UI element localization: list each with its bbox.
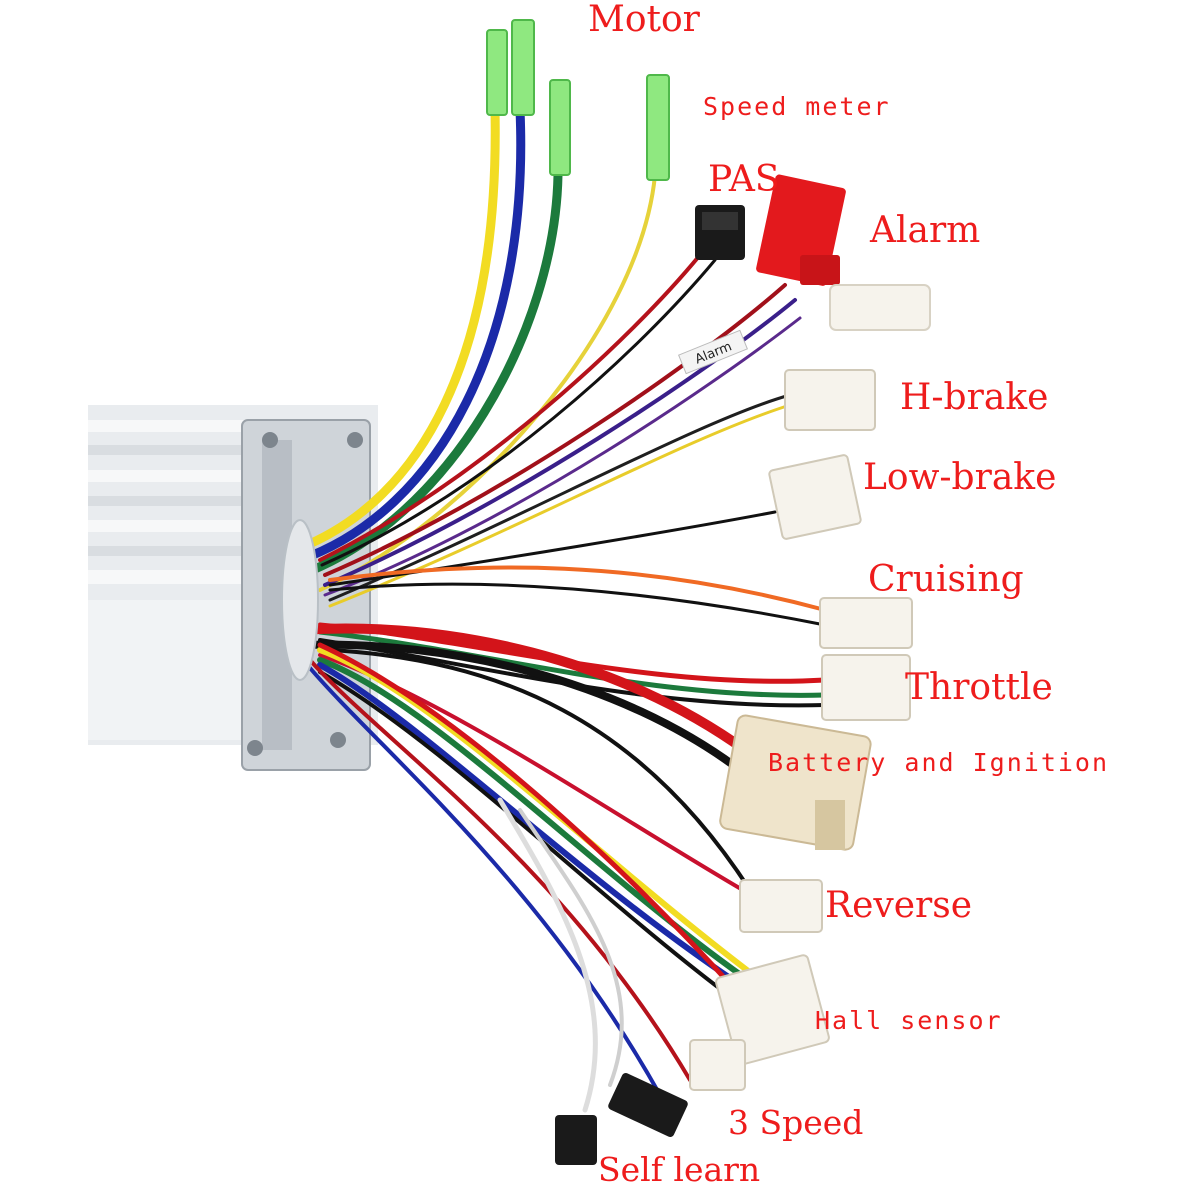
- label-battery-ignition: Battery and Ignition: [768, 748, 1110, 777]
- label-h-brake: H-brake: [900, 377, 1049, 418]
- label-motor: Motor: [588, 0, 700, 40]
- alarm-wire-red: [323, 283, 787, 577]
- self-learn-wire-white2: [518, 808, 624, 1087]
- cruising-wire-orange: [328, 565, 827, 612]
- label-hall-sensor: Hall sensor: [815, 1006, 1003, 1035]
- pas-wire-red: [318, 253, 702, 562]
- reverse-connector: [739, 879, 823, 933]
- hall-sensor-connector: [715, 954, 830, 1066]
- hall-wire-yellow: [317, 647, 763, 983]
- alarm-aux-connector: [829, 284, 931, 331]
- cruising-wire-black: [328, 582, 827, 627]
- label-alarm: Alarm: [870, 210, 981, 251]
- label-cruising: Cruising: [868, 559, 1024, 600]
- three-speed-connector: [608, 1072, 688, 1138]
- throttle-wire-green: [317, 629, 828, 698]
- self-learn-connector: [555, 1115, 597, 1165]
- alarm-connector: [756, 174, 846, 286]
- cruising-connector: [819, 597, 913, 649]
- three-speed-wire-red: [308, 658, 692, 1082]
- motor-wire-yellow: [295, 105, 500, 553]
- battery-wire-red: [295, 623, 750, 755]
- wire-harness: [281, 105, 828, 1113]
- label-self-learn: Self learn: [598, 1150, 761, 1189]
- alarm-wire-blue: [323, 298, 797, 587]
- motor-connectors: [486, 19, 571, 176]
- alarm-wire-purple: [323, 316, 802, 597]
- battery-wire-black: [296, 640, 744, 774]
- pas-connector: [695, 205, 745, 260]
- alarm-wire-tag: Alarm: [678, 329, 748, 375]
- label-throttle: Throttle: [905, 667, 1053, 708]
- label-low-brake: Low-brake: [863, 457, 1057, 498]
- hall-aux-connector: [689, 1039, 746, 1091]
- low-brake-connector: [768, 454, 862, 540]
- self-learn-wire-white: [497, 797, 598, 1113]
- label-speed-meter: Speed meter: [703, 92, 891, 121]
- pas-wire-black: [320, 258, 717, 567]
- hall-wire-blue: [317, 662, 751, 993]
- speed-meter-connector: [646, 74, 670, 181]
- throttle-connector: [821, 654, 911, 721]
- three-speed-wire-blue: [308, 666, 662, 1097]
- h-brake-connector: [784, 369, 876, 431]
- motor-wire-green: [295, 170, 563, 580]
- label-reverse: Reverse: [825, 885, 973, 926]
- motor-wire-blue: [295, 105, 526, 565]
- hall-wire-red: [317, 642, 743, 998]
- hall-wire-black: [318, 670, 737, 1002]
- h-brake-wire: [328, 393, 792, 602]
- low-brake-wire: [328, 510, 777, 587]
- label-pas: PAS: [708, 159, 780, 200]
- battery-ignition-connector: [719, 714, 872, 851]
- label-three-speed: 3 Speed: [728, 1103, 864, 1142]
- ignition-wire: [328, 648, 752, 892]
